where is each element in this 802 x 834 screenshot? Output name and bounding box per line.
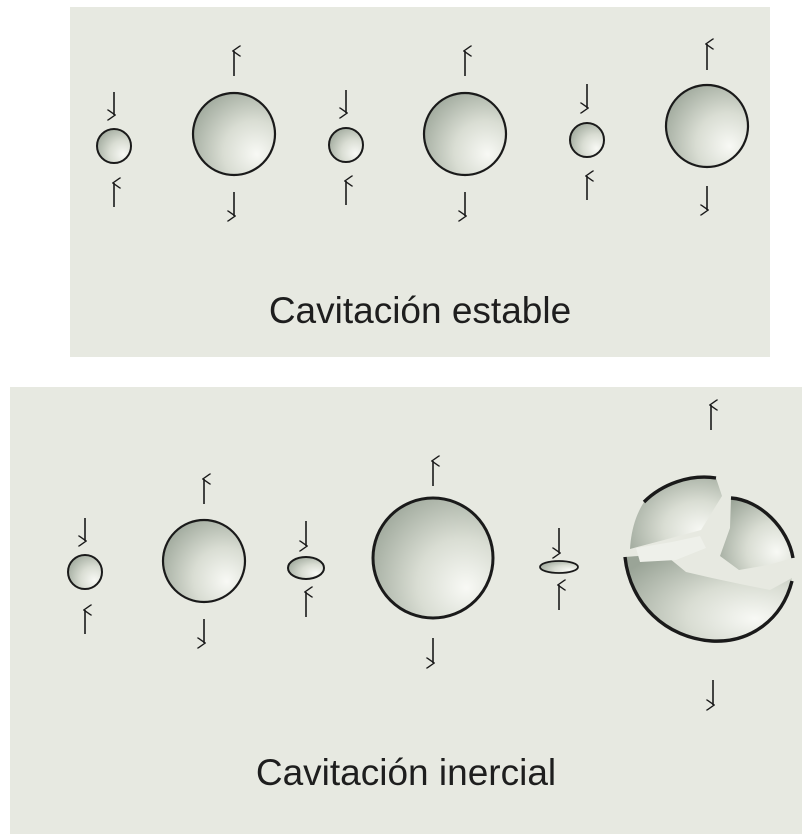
fragment-outline-top-right <box>730 496 795 559</box>
bubble-compressed <box>287 556 325 580</box>
bubble-small <box>67 554 103 590</box>
fragment-bottom <box>625 554 792 641</box>
fragment-outline-top-left <box>642 475 717 504</box>
inertial-cavitation-caption: Cavitación inercial <box>255 752 557 793</box>
bubble-large <box>191 91 277 177</box>
stable-row <box>96 44 750 216</box>
stable-cavitation-panel: Cavitación estable <box>70 7 770 357</box>
fragment-sliver <box>636 536 706 562</box>
bubble-small <box>96 128 132 164</box>
bubble-small <box>328 127 364 163</box>
bubble-very-large <box>371 496 495 620</box>
inertial-row <box>67 405 795 705</box>
stable-cavitation-caption: Cavitación estable <box>268 290 572 331</box>
fragment-outline-bottom <box>623 556 794 643</box>
bubble-large <box>664 83 750 169</box>
bubble-fragmenting <box>623 405 795 705</box>
bubble-large <box>161 518 247 604</box>
bubble-large <box>422 91 508 177</box>
bubble-flattened <box>539 560 579 574</box>
fragment-top-right <box>720 498 793 570</box>
bubble-small <box>569 122 605 158</box>
fragment-top-left <box>630 477 722 549</box>
